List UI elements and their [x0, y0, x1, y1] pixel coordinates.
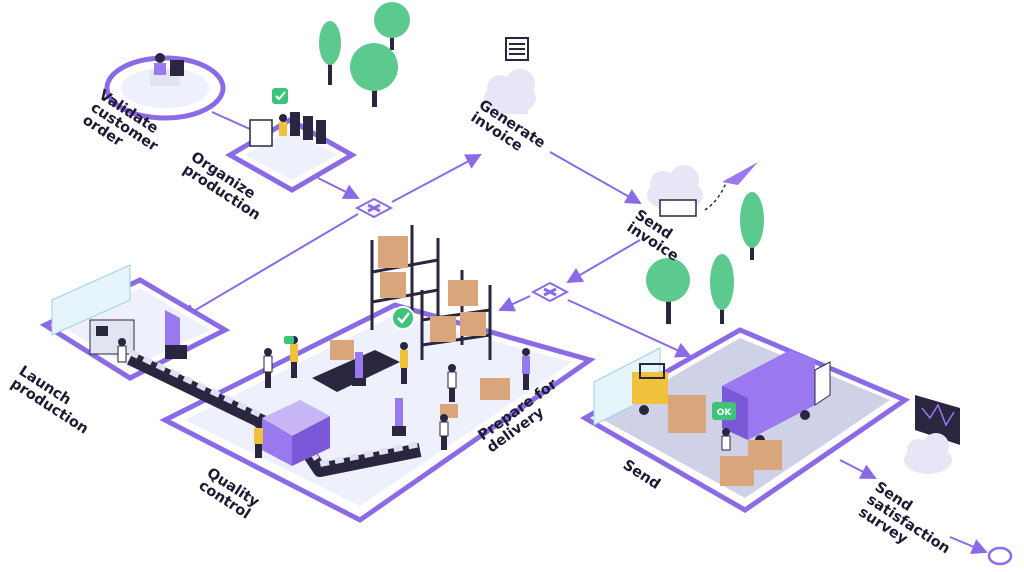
cloud-icon — [904, 433, 952, 474]
survey-station — [904, 395, 960, 474]
generate-invoice-station — [484, 37, 536, 114]
validate-station — [104, 53, 226, 121]
organize-station — [224, 88, 358, 193]
parallel-gateway-icon — [530, 281, 570, 303]
trees — [319, 2, 764, 324]
flow-connectors — [180, 111, 988, 554]
quality-control-machine — [254, 400, 330, 466]
end-event-icon — [987, 546, 1013, 566]
send-invoice-station — [647, 162, 758, 217]
paper-plane-icon — [722, 162, 758, 185]
checkmark-icon — [391, 306, 415, 330]
launch-station — [39, 264, 231, 381]
send-station: OK — [579, 327, 911, 513]
ok-badge: OK — [712, 402, 736, 420]
ok-badge-label: OK — [717, 408, 733, 418]
truck — [722, 350, 831, 445]
workers — [263, 336, 530, 450]
storage-racks — [330, 225, 510, 418]
robot-arms — [352, 352, 406, 436]
parallel-gateway-icon — [354, 197, 394, 219]
forklift — [632, 363, 706, 433]
checkmark-icon — [275, 91, 286, 101]
